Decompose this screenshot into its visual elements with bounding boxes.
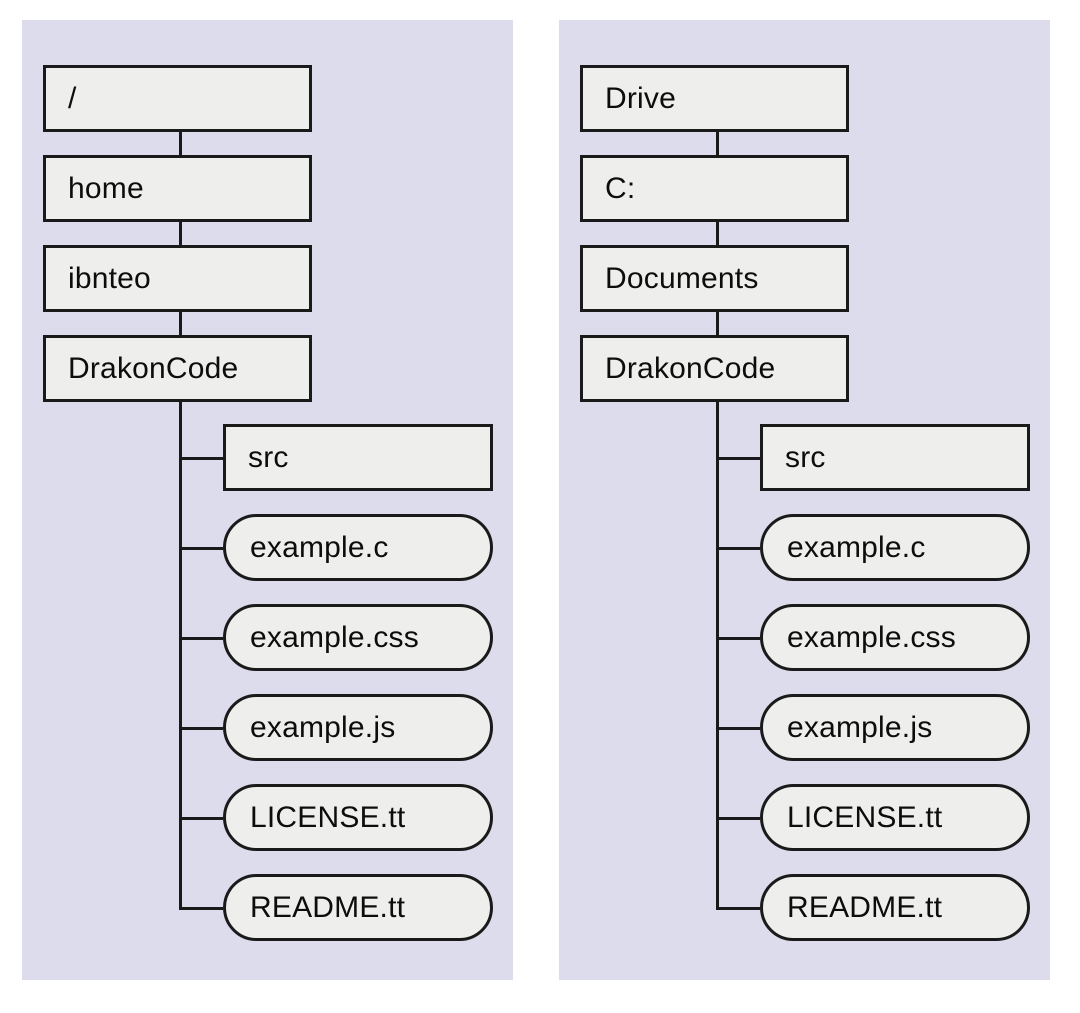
node-label: C: — [605, 171, 636, 205]
node-label: LICENSE.tt — [250, 800, 406, 834]
child-stub — [179, 457, 223, 460]
chain-connector — [716, 220, 719, 247]
child-node-example-css[interactable]: example.css — [760, 604, 1030, 671]
child-stub — [179, 907, 223, 910]
child-node-license-tt[interactable]: LICENSE.tt — [760, 784, 1030, 851]
node-label: / — [68, 81, 77, 115]
node-label: example.c — [787, 530, 926, 564]
child-stub — [716, 727, 760, 730]
node-label: home — [68, 171, 144, 205]
node-label: example.js — [250, 710, 396, 744]
child-stub — [716, 817, 760, 820]
chain-node-ibnteo[interactable]: ibnteo — [43, 245, 312, 312]
node-label: README.tt — [250, 890, 406, 924]
node-label: example.css — [787, 620, 956, 654]
node-label: DrakonCode — [605, 351, 776, 385]
child-node-src[interactable]: src — [223, 424, 493, 491]
child-stub — [716, 457, 760, 460]
chain-connector — [716, 310, 719, 337]
chain-node-c[interactable]: C: — [580, 155, 849, 222]
node-label: src — [248, 440, 289, 474]
child-node-example-c[interactable]: example.c — [223, 514, 493, 581]
child-node-readme-tt[interactable]: README.tt — [223, 874, 493, 941]
chain-node-home[interactable]: home — [43, 155, 312, 222]
node-label: Documents — [605, 261, 759, 295]
child-node-license-tt[interactable]: LICENSE.tt — [223, 784, 493, 851]
node-label: example.css — [250, 620, 419, 654]
chain-connector — [179, 310, 182, 337]
node-label: example.c — [250, 530, 389, 564]
node-label: Drive — [605, 81, 677, 115]
node-label: README.tt — [787, 890, 943, 924]
chain-node-drive[interactable]: Drive — [580, 65, 849, 132]
node-label: LICENSE.tt — [787, 800, 943, 834]
chain-connector — [179, 130, 182, 157]
chain-node-drakoncode[interactable]: DrakonCode — [43, 335, 312, 402]
child-node-example-c[interactable]: example.c — [760, 514, 1030, 581]
child-stub — [716, 547, 760, 550]
child-node-example-js[interactable]: example.js — [223, 694, 493, 761]
child-node-readme-tt[interactable]: README.tt — [760, 874, 1030, 941]
chain-node-[interactable]: / — [43, 65, 312, 132]
child-node-example-js[interactable]: example.js — [760, 694, 1030, 761]
child-node-example-css[interactable]: example.css — [223, 604, 493, 671]
child-stub — [716, 637, 760, 640]
child-stub — [716, 907, 760, 910]
child-stub — [179, 547, 223, 550]
child-trunk — [179, 400, 182, 910]
child-stub — [179, 727, 223, 730]
node-label: src — [785, 440, 826, 474]
chain-node-documents[interactable]: Documents — [580, 245, 849, 312]
chain-connector — [716, 130, 719, 157]
node-label: example.js — [787, 710, 933, 744]
node-label: ibnteo — [68, 261, 151, 295]
child-trunk — [716, 400, 719, 910]
child-node-src[interactable]: src — [760, 424, 1030, 491]
child-stub — [179, 817, 223, 820]
chain-node-drakoncode[interactable]: DrakonCode — [580, 335, 849, 402]
node-label: DrakonCode — [68, 351, 239, 385]
chain-connector — [179, 220, 182, 247]
child-stub — [179, 637, 223, 640]
